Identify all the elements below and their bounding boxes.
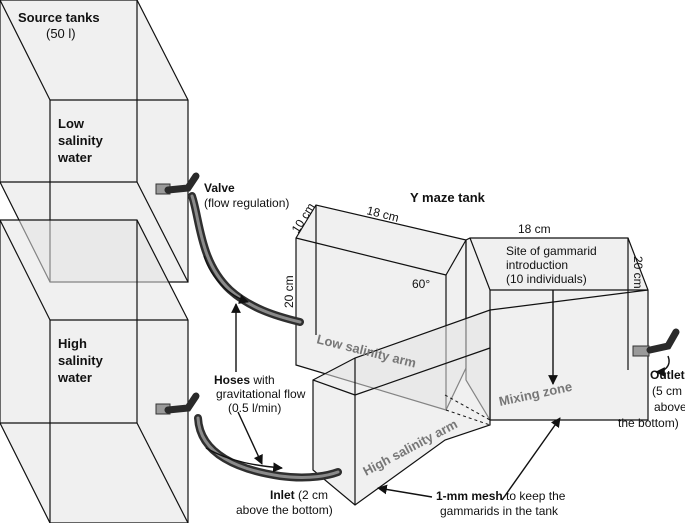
site-line-3: (10 individuals) xyxy=(506,272,587,286)
dim-18cm-right: 18 cm xyxy=(518,222,551,236)
source-tanks-title: Source tanks xyxy=(18,10,100,25)
high-tank-label-2: salinity xyxy=(58,353,104,368)
outlet-pipe xyxy=(632,328,680,357)
low-salinity-source-tank xyxy=(0,0,189,283)
valve-desc: (flow regulation) xyxy=(204,196,289,210)
ymaze-title: Y maze tank xyxy=(410,190,486,205)
inlet-line-2: above the bottom) xyxy=(236,503,333,517)
site-line-2: introduction xyxy=(506,258,568,272)
high-tank-label-1: High xyxy=(58,336,87,351)
low-tank-label-3: water xyxy=(57,150,92,165)
flow-arrow-upper xyxy=(203,255,249,304)
mesh-line-1: 1-mm mesh to keep the xyxy=(436,489,566,503)
mesh-arrow-right xyxy=(501,417,561,501)
lower-hose xyxy=(194,414,342,482)
dim-20cm-left: 20 cm xyxy=(282,275,296,308)
hoses-line-1: Hoses with xyxy=(214,373,275,387)
outlet-title: Outlet xyxy=(650,368,685,382)
hoses-line-2: gravitational flow xyxy=(216,387,306,401)
outlet-line-2: above xyxy=(654,400,685,414)
outlet-line-3: the bottom) xyxy=(618,416,679,430)
lower-valve xyxy=(155,392,200,415)
outlet-line-1: (5 cm xyxy=(652,384,682,398)
angle-label: 60° xyxy=(412,277,430,291)
flow-arrow-lower xyxy=(205,447,283,473)
hoses-arrow-down xyxy=(237,411,263,465)
valve-title: Valve xyxy=(204,181,235,195)
upper-hose xyxy=(188,192,304,326)
mesh-line-2: gammarids in the tank xyxy=(440,504,559,518)
mesh-arrow-left xyxy=(377,484,433,498)
upper-valve xyxy=(155,172,200,195)
inlet-line-1: Inlet (2 cm xyxy=(270,488,328,502)
low-tank-label-1: Low xyxy=(58,116,85,131)
high-tank-label-3: water xyxy=(57,370,92,385)
high-salinity-source-tank xyxy=(0,219,189,523)
low-tank-label-2: salinity xyxy=(58,133,104,148)
hoses-line-3: (0.5 l/min) xyxy=(228,401,281,415)
outlet-arrow xyxy=(655,355,670,377)
site-line-1: Site of gammarid xyxy=(506,244,597,258)
source-tanks-volume: (50 l) xyxy=(46,26,76,41)
dim-20cm-right: 20 cm xyxy=(631,256,645,289)
